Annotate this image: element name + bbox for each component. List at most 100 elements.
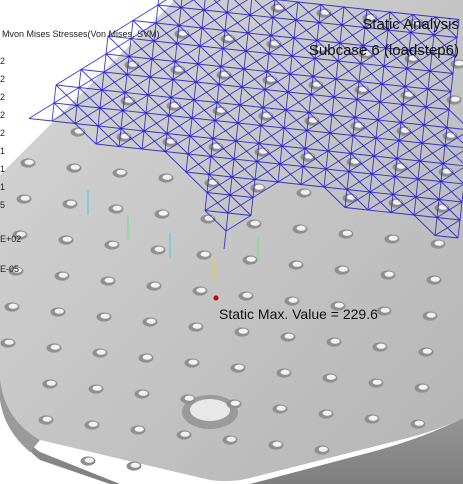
mesh-edge xyxy=(335,60,339,80)
mesh-edge xyxy=(124,74,128,93)
mesh-edge xyxy=(291,40,318,57)
hole xyxy=(314,445,330,455)
mesh-edge xyxy=(222,30,226,49)
mesh-edge xyxy=(308,94,312,113)
mesh-edge xyxy=(339,42,364,46)
mesh-edge xyxy=(364,9,368,28)
plate-corner xyxy=(0,380,40,452)
mesh-edge xyxy=(197,63,222,67)
mesh-edge xyxy=(264,73,291,90)
mesh-edge xyxy=(264,89,289,93)
mesh-edge xyxy=(404,86,429,90)
mesh-edge xyxy=(293,19,297,39)
mesh-edge xyxy=(145,112,170,116)
mesh-edge xyxy=(446,127,463,130)
mesh-edge xyxy=(396,140,400,159)
mesh-edge xyxy=(281,127,285,147)
hole xyxy=(80,456,96,466)
mesh-edge xyxy=(413,196,417,216)
mesh-edge xyxy=(431,37,458,54)
hole xyxy=(330,301,346,311)
hole xyxy=(222,435,238,445)
mesh-edge xyxy=(260,109,287,126)
mesh-edge xyxy=(187,138,214,155)
hole xyxy=(288,260,304,270)
mesh-edge xyxy=(97,110,124,127)
mesh-edge xyxy=(389,11,414,15)
mesh-edge xyxy=(335,78,360,82)
mesh-edge xyxy=(105,53,130,57)
mesh-edge xyxy=(413,214,436,236)
mesh-edge xyxy=(151,43,178,60)
legend-value: 2 xyxy=(0,92,6,102)
mesh-edge xyxy=(122,92,126,111)
mesh-edge xyxy=(383,47,387,67)
mesh-edge xyxy=(124,76,151,93)
mesh-edge xyxy=(153,40,178,44)
mesh-edge xyxy=(243,53,270,70)
mesh-edge xyxy=(318,22,343,26)
hole xyxy=(372,342,388,352)
mesh-edge xyxy=(412,14,437,18)
mesh-edge xyxy=(306,114,333,131)
mesh-edge xyxy=(373,137,377,157)
legend-value: 1 xyxy=(0,182,6,192)
mesh-edge xyxy=(304,148,329,152)
mesh-edge xyxy=(216,102,241,106)
hole xyxy=(108,204,124,214)
mesh-edge xyxy=(268,35,272,54)
mesh-edge xyxy=(51,120,76,124)
mesh-edge xyxy=(364,27,389,31)
mesh-edge xyxy=(170,79,174,98)
mesh-edge xyxy=(74,105,78,124)
mesh-edge xyxy=(438,199,463,203)
hole xyxy=(280,332,296,342)
hole xyxy=(154,209,170,219)
mesh-edge xyxy=(97,107,101,127)
hole xyxy=(4,302,20,312)
mesh-edge xyxy=(423,124,448,128)
mesh-edge xyxy=(406,52,433,69)
mesh-edge xyxy=(256,161,281,165)
mesh-edge xyxy=(270,17,274,36)
mesh-edge xyxy=(204,210,229,214)
mesh-edge xyxy=(352,117,356,136)
mesh-edge xyxy=(132,20,157,24)
mesh-edge xyxy=(258,143,283,147)
mesh-edge xyxy=(325,153,352,170)
mesh-edge xyxy=(147,79,174,96)
mesh-edge xyxy=(289,55,293,75)
hole xyxy=(430,239,446,249)
mesh-edge xyxy=(366,9,391,13)
mesh-edge xyxy=(118,128,122,147)
mesh-edge xyxy=(170,81,197,98)
mesh-edge xyxy=(281,145,306,149)
mesh-edge xyxy=(394,176,419,180)
hole xyxy=(192,286,208,296)
mesh-edge xyxy=(262,107,287,111)
mesh-edge xyxy=(339,27,366,44)
mesh-edge xyxy=(157,0,160,6)
hole xyxy=(88,384,104,394)
mesh-edge xyxy=(191,99,195,119)
mesh-edge xyxy=(318,4,322,23)
mesh-edge xyxy=(225,215,252,232)
mesh-edge xyxy=(235,125,262,142)
mesh-edge xyxy=(333,78,337,98)
mesh-edge xyxy=(310,76,314,95)
mesh-edge xyxy=(223,230,227,250)
mesh-edge xyxy=(329,132,354,136)
mesh-edge xyxy=(168,115,193,119)
mesh-edge xyxy=(346,171,350,190)
mesh-edge xyxy=(176,25,180,44)
mesh-edge xyxy=(103,71,128,75)
mesh-edge xyxy=(241,68,245,88)
mesh-edge xyxy=(258,127,285,144)
mesh-edge xyxy=(266,53,270,72)
mesh-edge xyxy=(147,76,151,96)
mesh-edge xyxy=(252,179,256,198)
mesh-edge xyxy=(256,145,283,162)
mesh-edge xyxy=(270,19,297,36)
